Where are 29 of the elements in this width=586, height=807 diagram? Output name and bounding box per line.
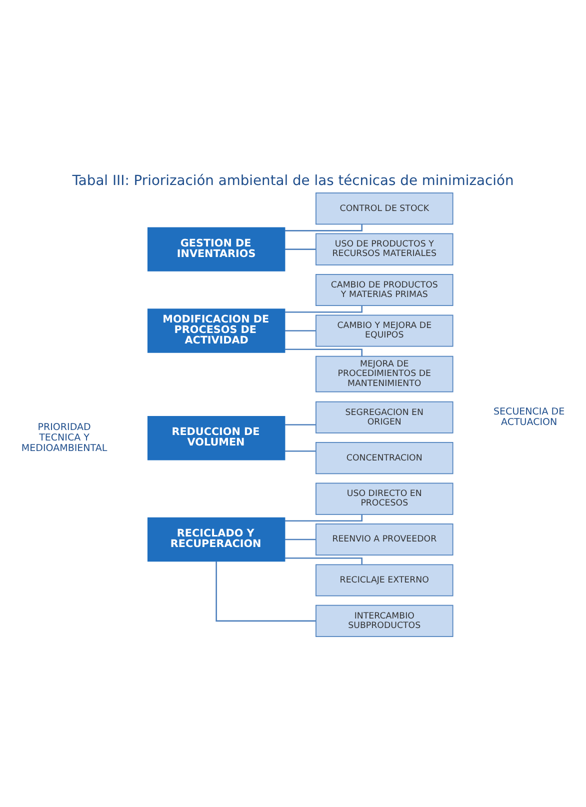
node-box: REENVIO A PROVEEDOR: [316, 523, 454, 556]
connector: [284, 348, 363, 356]
node-box: REDUCCION DE VOLUMEN: [147, 416, 286, 460]
node-box: USO DIRECTO EN PROCESOS: [316, 482, 454, 515]
connector: [284, 248, 316, 250]
node-box: CONTROL DE STOCK: [316, 192, 454, 225]
connector: [284, 306, 363, 313]
node-box: MODIFICACION DE PROCESOS DE ACTIVIDAD: [147, 308, 286, 353]
connector: [284, 450, 316, 452]
label: PRIORIDAD TECNICA Y MEDIOAMBIENTAL: [21, 422, 108, 454]
connector: [284, 557, 363, 564]
node-box: GESTION DE INVENTARIOS: [147, 227, 286, 272]
node-box: USO DE PRODUCTOS Y RECURSOS MATERIALES: [316, 233, 454, 266]
connector: [284, 514, 363, 522]
node-box: RECICLAJE EXTERNO: [316, 564, 454, 596]
node-box: INTERCAMBIO SUBPRODUCTOS: [316, 604, 454, 637]
connector: [216, 561, 316, 622]
node-box: MEJORA DE PROCEDIMIENTOS DE MANTENIMIENTO: [316, 356, 454, 392]
label: SECUENCIA DE ACTUACION: [494, 406, 565, 428]
connector: [284, 330, 316, 332]
node-box: CAMBIO Y MEJORA DE EQUIPOS: [316, 314, 454, 347]
node-box: SEGREGACION EN ORIGEN: [316, 401, 454, 434]
node-box: RECICLADO Y RECUPERACION: [147, 517, 286, 562]
node-box: CAMBIO DE PRODUCTOS Y MATERIAS PRIMAS: [316, 274, 454, 306]
connector: [284, 538, 316, 540]
connector: [284, 424, 316, 426]
diagram-title: Tabal III: Priorización ambiental de las técnicas de minimización: [72, 173, 514, 190]
node-box: CONCENTRACION: [316, 442, 454, 474]
connector: [284, 224, 363, 232]
